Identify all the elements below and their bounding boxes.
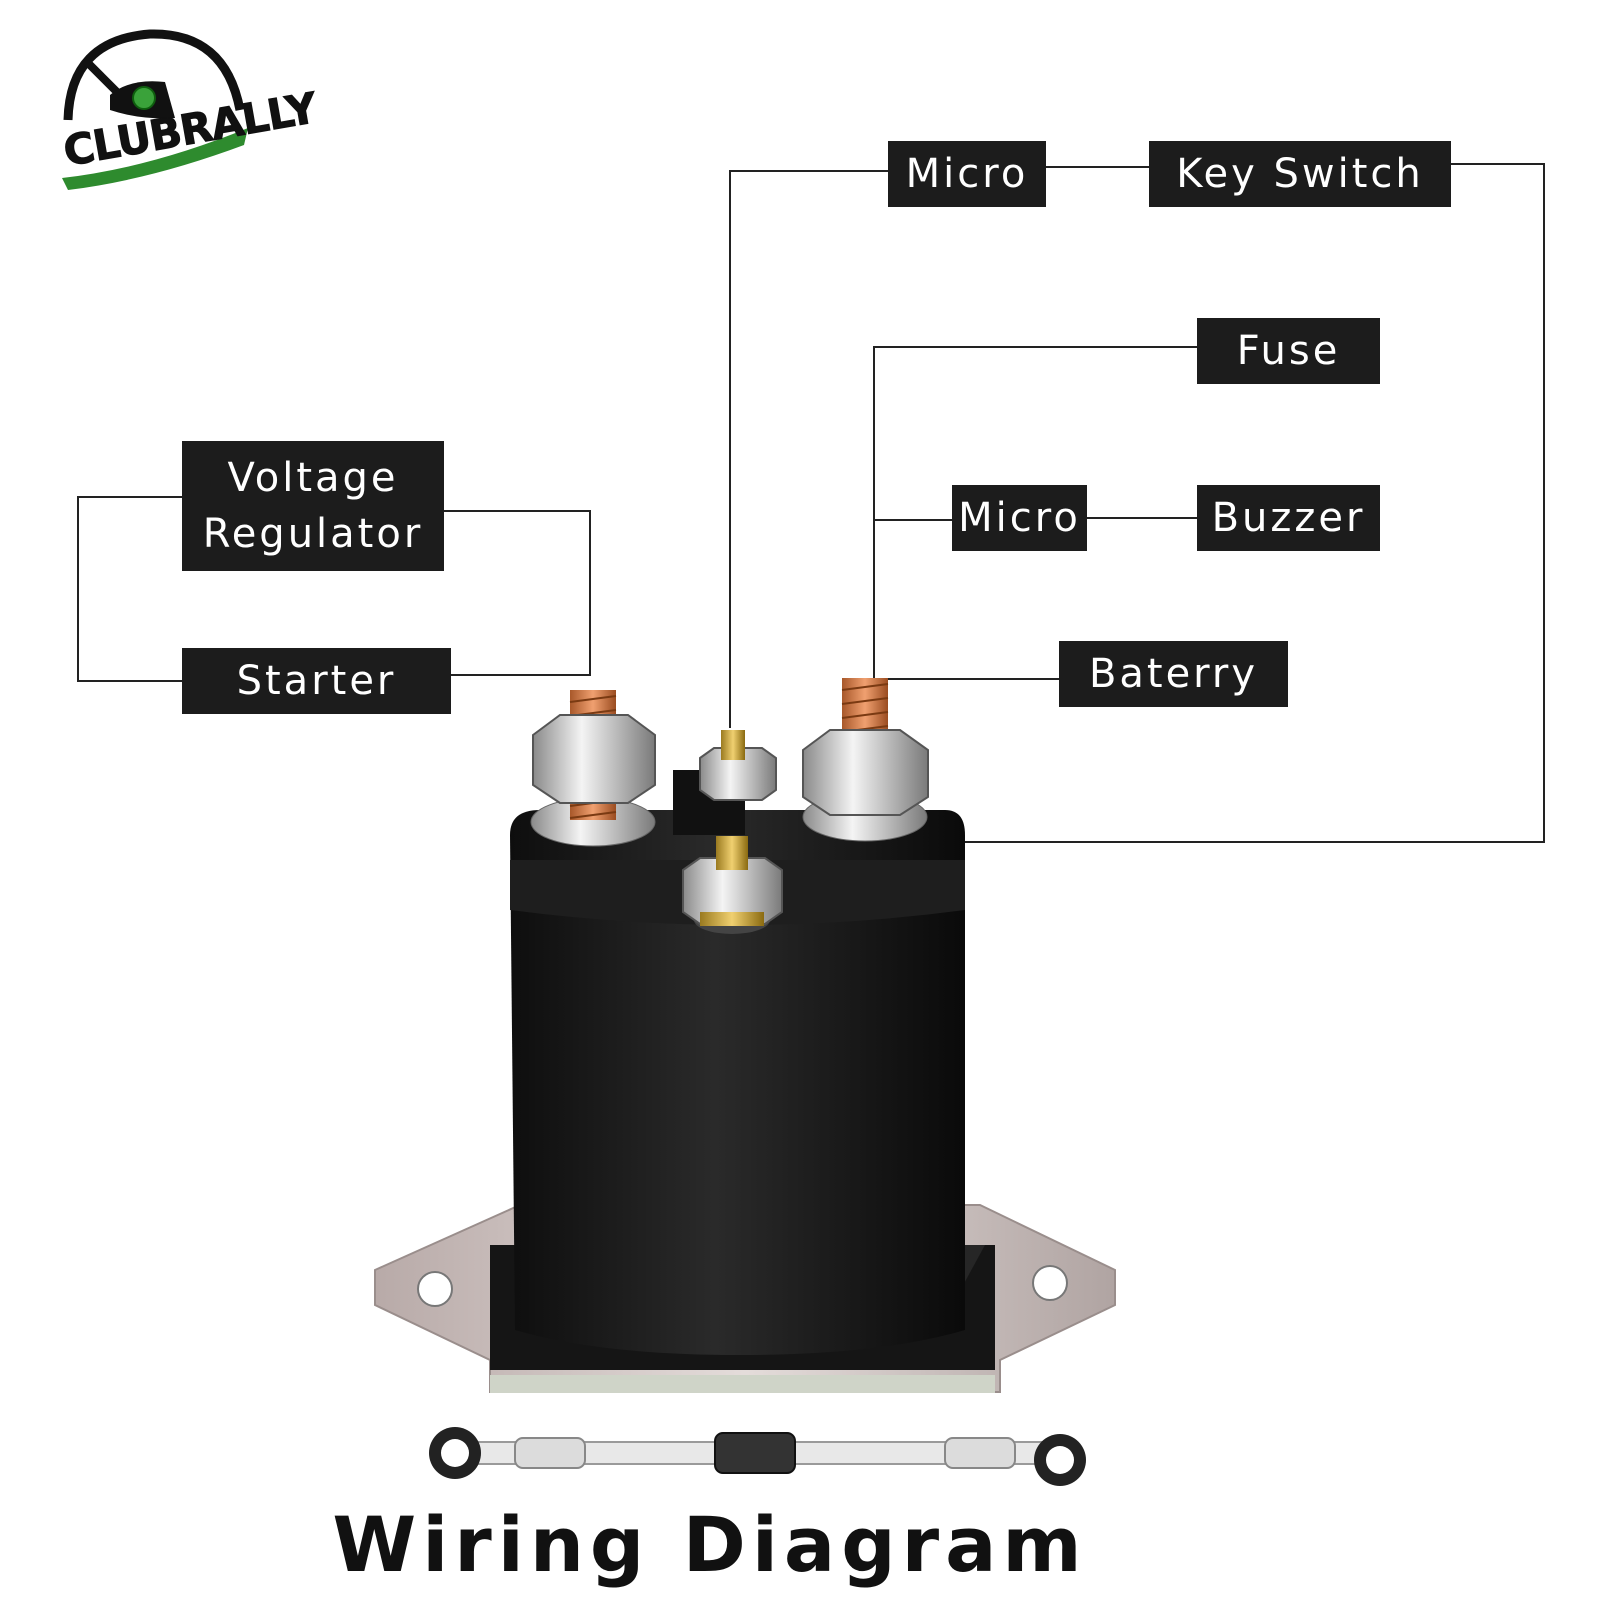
label-micro-mid: Micro: [952, 485, 1087, 551]
wire-voltage-right: [444, 510, 591, 676]
label-starter: Starter: [182, 648, 451, 714]
wire-fuse: [873, 346, 1197, 680]
label-buzzer: Buzzer: [1197, 485, 1380, 551]
label-key-switch: Key Switch: [1149, 141, 1451, 207]
wire-micro-top: [729, 170, 888, 728]
fuse-cable-icon: [429, 1427, 1086, 1486]
label-fuse: Fuse: [1197, 318, 1380, 384]
wire-key-switch: [738, 163, 1545, 843]
wires: [77, 163, 1545, 843]
page-title: Wiring Diagram: [332, 1500, 1088, 1589]
battery-terminal: [802, 678, 929, 842]
micro-terminal: [699, 730, 777, 801]
label-voltage-line1: Voltage: [227, 455, 399, 501]
solenoid-icon: [374, 678, 1116, 1393]
label-micro-top: Micro: [888, 141, 1046, 207]
starter-terminal: [530, 690, 656, 847]
golf-club-logo-icon: [62, 29, 248, 190]
wire-voltage-left: [77, 496, 182, 682]
key-switch-terminal: [682, 836, 783, 934]
label-voltage-line2: Regulator: [202, 511, 424, 557]
label-voltage-regulator: Voltage Regulator: [182, 441, 444, 571]
label-battery: Baterry: [1059, 641, 1288, 707]
